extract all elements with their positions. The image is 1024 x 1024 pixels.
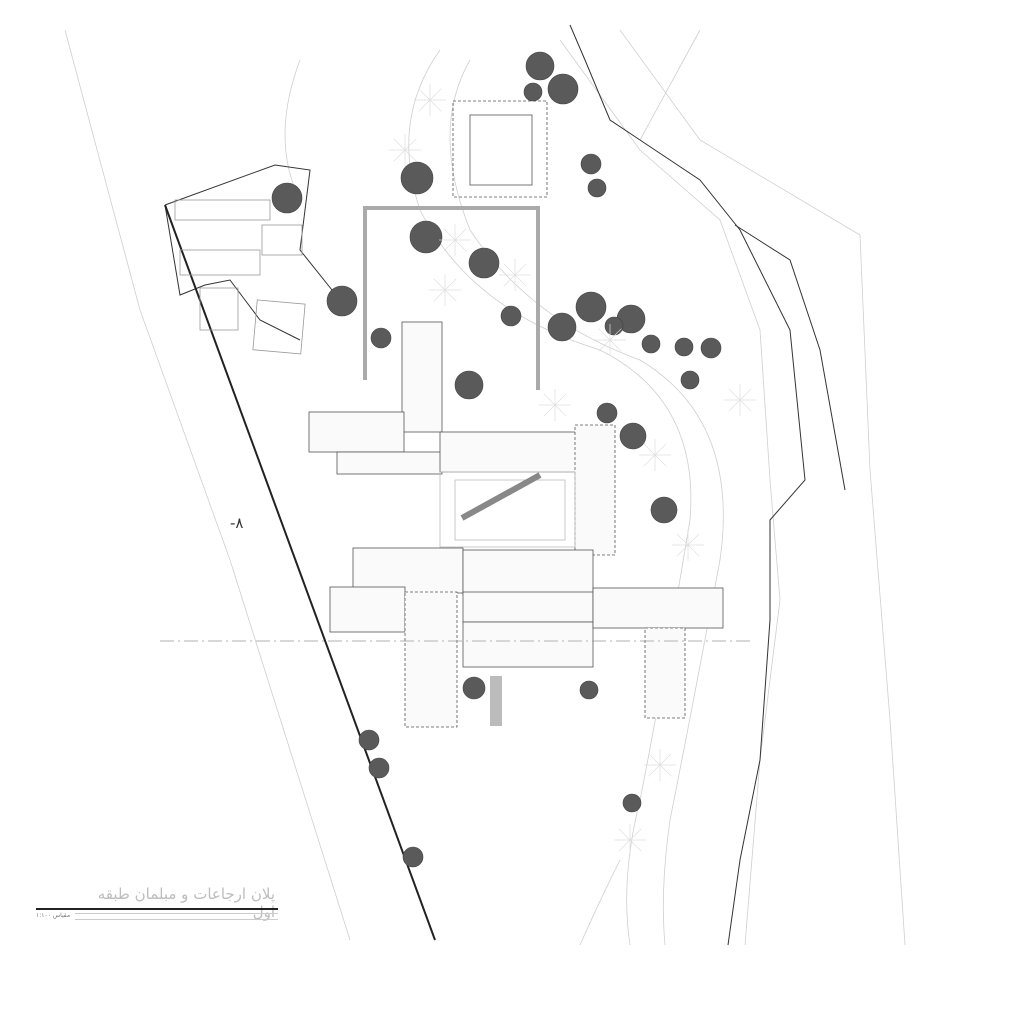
tree-icon <box>619 422 647 450</box>
tree-icon <box>523 82 543 102</box>
tree-icon <box>622 793 642 813</box>
palm-tree-icon <box>672 529 704 561</box>
tree-icon <box>402 846 424 868</box>
scale-label: مقیاس ۱:۱۰۰ <box>36 912 71 919</box>
tree-icon <box>547 312 577 342</box>
palm-tree-icon <box>429 274 461 306</box>
courtyard-frame <box>363 206 540 390</box>
building-blocks <box>308 321 724 728</box>
tree-icon <box>547 73 579 105</box>
site-boundary <box>164 24 846 946</box>
palm-tree-icon <box>499 259 531 291</box>
tree-icon <box>468 247 500 279</box>
tree-icon <box>579 680 599 700</box>
ramp <box>460 472 542 521</box>
palm-tree-icon <box>414 84 446 116</box>
trees <box>271 51 722 868</box>
tree-icon <box>326 285 358 317</box>
palm-tree-icon <box>539 389 571 421</box>
palm-tree-icon <box>644 749 676 781</box>
palm-tree-icon <box>594 324 626 356</box>
tree-icon <box>400 161 434 195</box>
tree-icon <box>370 327 392 349</box>
tree-icon <box>596 402 618 424</box>
tree-icon <box>409 220 443 254</box>
tree-icon <box>271 182 303 214</box>
tree-icon <box>525 51 555 81</box>
palm-trees <box>389 84 756 856</box>
tree-icon <box>650 496 678 524</box>
tree-icon <box>641 334 661 354</box>
tree-icon <box>358 729 380 751</box>
tree-icon <box>604 316 624 336</box>
scale-bar <box>75 913 278 920</box>
pavilion <box>452 100 548 198</box>
palm-tree-icon <box>639 439 671 471</box>
palm-tree-icon <box>724 384 756 416</box>
title-underline <box>36 908 278 910</box>
palm-tree-icon <box>439 224 471 256</box>
tree-icon <box>674 337 694 357</box>
section-mark: -۸ <box>230 514 244 532</box>
site-contours <box>64 29 906 946</box>
tree-icon <box>462 676 486 700</box>
tree-icon <box>700 337 722 359</box>
site-edge-line <box>164 204 436 941</box>
tree-icon <box>368 757 390 779</box>
tree-icon <box>580 153 602 175</box>
palm-tree-icon <box>614 824 646 856</box>
parking-area <box>174 199 306 355</box>
tree-icon <box>454 370 484 400</box>
drawing-title: پلان ارجاعات و مبلمان طبقه اول <box>97 885 275 921</box>
palm-tree-icon <box>389 134 421 166</box>
paved-strip <box>490 676 502 726</box>
tree-icon <box>587 178 607 198</box>
tree-icon <box>500 305 522 327</box>
tree-icon <box>680 370 700 390</box>
tree-icon <box>575 291 607 323</box>
